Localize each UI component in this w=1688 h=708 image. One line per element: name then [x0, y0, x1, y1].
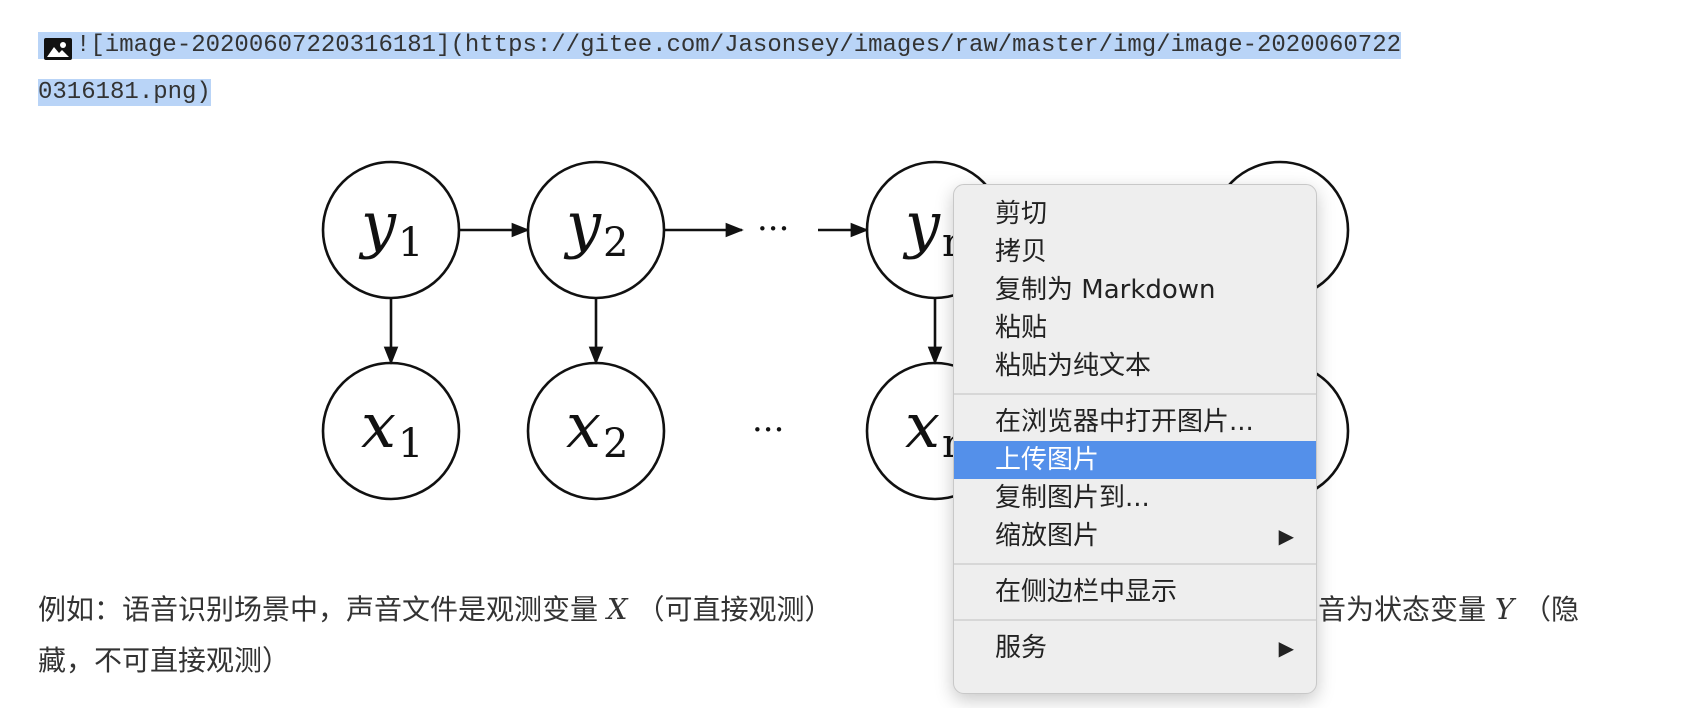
markdown-source-line-2: 0316181.png)	[38, 79, 211, 106]
menu-item[interactable]: 服务 ▶	[954, 629, 1316, 667]
submenu-arrow-icon: ▶	[1278, 524, 1294, 548]
menu-item[interactable]: 在侧边栏中显示	[954, 573, 1316, 611]
math-var-y: Y	[1494, 592, 1515, 626]
menu-item-label: 复制图片到...	[995, 483, 1150, 513]
paragraph-text: （隐	[1514, 593, 1579, 626]
hidden-node-y1-label: y1	[358, 188, 423, 266]
menu-separator	[954, 393, 1316, 395]
paragraph-line-1-tail: 拼音为状态变量 Y （隐	[1290, 584, 1579, 635]
paragraph-line-2: 藏，不可直接观测）	[38, 644, 291, 677]
menu-separator	[954, 619, 1316, 621]
menu-item[interactable]: 复制图片到...	[954, 479, 1316, 517]
menu-item[interactable]: 粘贴	[954, 309, 1316, 347]
menu-item[interactable]: 粘贴为纯文本	[954, 347, 1316, 385]
menu-item[interactable]: 缩放图片 ▶	[954, 517, 1316, 555]
paragraph-text: 例如：语音识别场景中，声音文件是观测变量	[38, 593, 607, 626]
menu-separator	[954, 563, 1316, 565]
menu-item-label: 缩放图片	[995, 521, 1100, 551]
submenu-arrow-icon: ▶	[1278, 636, 1294, 660]
menu-item-label: 剪切	[995, 199, 1048, 229]
math-var-x: X	[606, 592, 628, 626]
menu-item-label: 在侧边栏中显示	[995, 577, 1178, 607]
menu-item-label: 在浏览器中打开图片...	[995, 407, 1254, 437]
paragraph-text: （可直接观测）	[627, 593, 833, 626]
menu-item[interactable]: 上传图片	[954, 441, 1316, 479]
context-menu[interactable]: 剪切拷贝复制为 Markdown 粘贴粘贴为纯文本在浏览器中打开图片... 上传图片…	[953, 184, 1317, 694]
menu-item-label: 上传图片	[995, 445, 1100, 475]
ellipsis-observed: ···	[752, 410, 784, 450]
menu-item[interactable]: 剪切	[954, 195, 1316, 233]
markdown-source-line-1: ![image-20200607220316181](https://gitee…	[76, 32, 1402, 59]
menu-item-label: 拷贝	[995, 237, 1048, 267]
hmm-diagram-figure[interactable]: y1y2ynx1x2xn······	[0, 0, 1688, 560]
markdown-image-source[interactable]: ![image-20200607220316181](https://gitee…	[38, 22, 1638, 116]
menu-item[interactable]: 复制为 Markdown	[954, 271, 1316, 309]
paragraph-line-1: 例如：语音识别场景中，声音文件是观测变量 X （可直接观测）	[38, 584, 832, 635]
ellipsis-hidden: ···	[757, 209, 789, 249]
menu-item[interactable]: 拷贝	[954, 233, 1316, 271]
menu-item[interactable]: 在浏览器中打开图片...	[954, 403, 1316, 441]
paragraph-text: 拼音为状态变量	[1290, 593, 1495, 626]
menu-item-label: 粘贴为纯文本	[995, 351, 1152, 381]
menu-item-label: 粘贴	[995, 313, 1048, 343]
menu-item-label: 复制为 Markdown	[995, 275, 1216, 305]
image-icon	[44, 31, 72, 60]
menu-item-label: 服务	[995, 633, 1048, 663]
